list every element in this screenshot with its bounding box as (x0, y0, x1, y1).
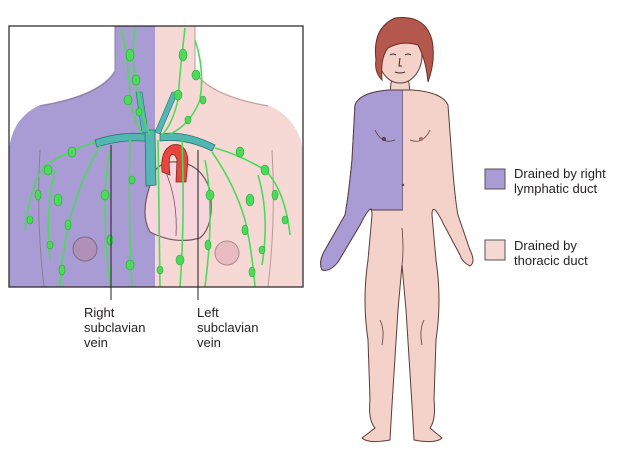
lymph-nodes (26, 48, 289, 278)
hair (374, 16, 434, 83)
aortic-arch (161, 144, 189, 183)
right-subclavian-vein-label: Right subclavian vein (84, 305, 146, 350)
right-lymphatic-region (320, 89, 403, 271)
superior-vena-cava (144, 129, 157, 187)
chest-inset (9, 26, 303, 287)
legend-swatch-thoracic (484, 239, 506, 261)
inset-right-nipple (72, 236, 98, 262)
left-subclavian-vein (159, 132, 216, 152)
legend-label-thoracic: Drained by thoracic duct (514, 238, 588, 268)
legend-swatch-right-lymphatic (484, 168, 506, 190)
inset-right-torso (9, 26, 155, 287)
left-subclavian-vein-label: Left subclavian vein (197, 305, 259, 350)
legend-label-right-lymphatic: Drained by right lymphatic duct (514, 166, 606, 196)
inset-left-nipple (214, 240, 240, 266)
chest-inset-frame (8, 25, 304, 288)
body-figure (320, 16, 474, 443)
